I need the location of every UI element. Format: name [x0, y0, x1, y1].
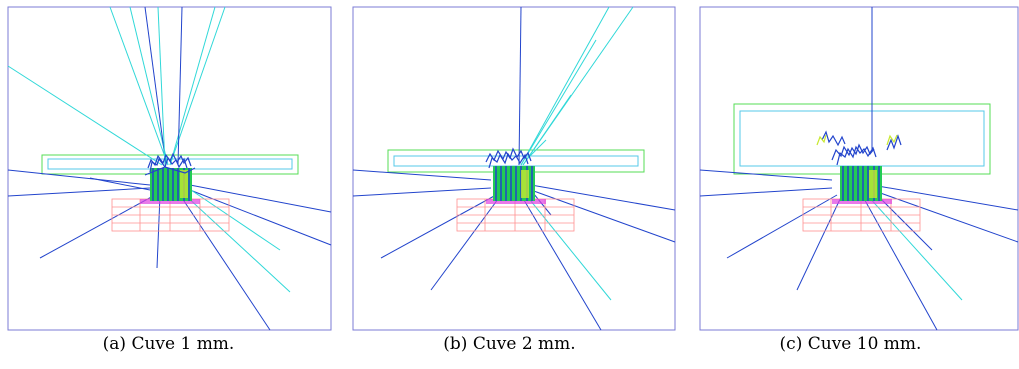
simulation-panel-c	[682, 0, 1019, 333]
panel-a-upper-tracks	[7, 6, 226, 166]
panel-b-base-plate	[486, 199, 546, 204]
panel-b-detector-highlight	[521, 170, 529, 198]
panel-a-base-grid	[111, 198, 230, 232]
panel-a-shower	[144, 152, 196, 176]
panel-c-drawing	[699, 6, 1019, 331]
panel-b-drawing	[352, 6, 676, 331]
panel-c-base-grid	[802, 198, 921, 232]
panel-c-lower-tracks	[699, 169, 1019, 331]
panel-c-base-plate	[832, 199, 892, 204]
caption-b: (b) Cuve 2 mm.	[443, 334, 576, 354]
panel-c-shower	[821, 130, 902, 166]
simulation-panel-a	[0, 0, 337, 333]
panel-a-base-plate	[140, 199, 200, 204]
panel-a-detector-highlight	[180, 170, 188, 198]
caption-a: (a) Cuve 1 mm.	[102, 334, 235, 354]
panel-b-shower	[485, 147, 532, 169]
panel-b-upper-tracks	[518, 6, 634, 166]
simulation-panel-b	[341, 0, 678, 333]
panel-a-detector-fibres	[152, 168, 190, 201]
panel-a-drawing	[7, 6, 332, 331]
caption-c: (c) Cuve 10 mm.	[779, 334, 922, 354]
panel-c-detector-highlight	[869, 170, 877, 198]
panel-b-base-grid	[456, 198, 575, 232]
panel-b-detector-fibres	[495, 166, 533, 201]
panel-c-shower-highlight	[816, 134, 898, 146]
